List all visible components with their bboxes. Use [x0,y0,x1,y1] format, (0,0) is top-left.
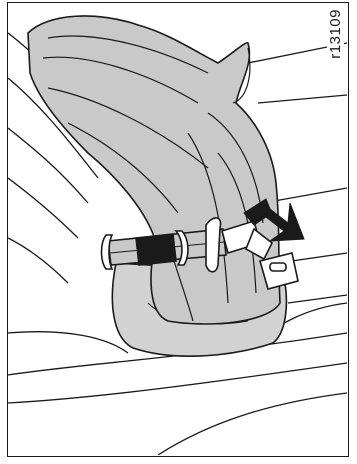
figure-code: r13109 [327,7,344,61]
illustration-frame: r13109 [7,2,349,457]
child-seat-belt-illustration [8,3,347,455]
folded-seat-belt [28,16,280,324]
